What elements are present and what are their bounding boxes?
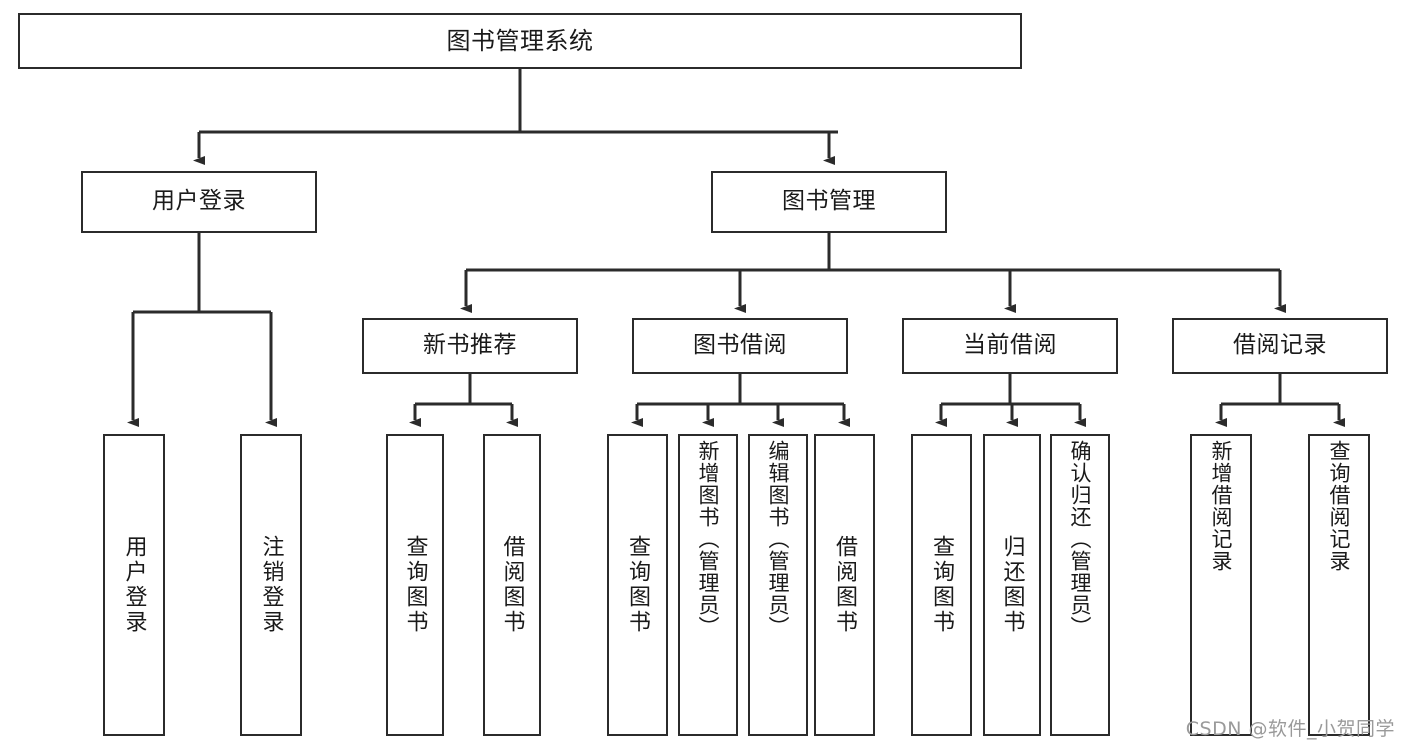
node-leaf-query-book-1-label: 查询图书 bbox=[402, 535, 428, 635]
node-current-borrow[interactable]: 当前借阅 bbox=[902, 318, 1118, 374]
node-book-borrow[interactable]: 图书借阅 bbox=[632, 318, 848, 374]
node-leaf-query-book-2-label: 查询图书 bbox=[625, 535, 651, 635]
node-current-borrow-label: 当前借阅 bbox=[963, 332, 1057, 359]
watermark: CSDN @软件_小贺同学 bbox=[1185, 718, 1395, 740]
node-leaf-logout-label: 注销登录 bbox=[258, 535, 284, 635]
node-new-book-rec-label: 新书推荐 bbox=[423, 332, 517, 359]
node-leaf-query-book-3-label: 查询图书 bbox=[929, 535, 955, 635]
node-leaf-logout[interactable]: 注销登录 bbox=[240, 434, 302, 736]
node-leaf-borrow-book-1[interactable]: 借阅图书 bbox=[483, 434, 541, 736]
node-leaf-user-login[interactable]: 用户登录 bbox=[103, 434, 165, 736]
node-leaf-query-book-3[interactable]: 查询图书 bbox=[911, 434, 972, 736]
node-leaf-edit-book-admin[interactable]: 编辑图书（管理员） bbox=[748, 434, 808, 736]
node-leaf-return-book-label: 归还图书 bbox=[999, 535, 1025, 635]
node-new-book-rec[interactable]: 新书推荐 bbox=[362, 318, 578, 374]
node-leaf-query-book-2[interactable]: 查询图书 bbox=[607, 434, 668, 736]
node-leaf-add-borrow-rec-label: 新增借阅记录 bbox=[1209, 440, 1234, 572]
node-leaf-add-book-admin[interactable]: 新增图书（管理员） bbox=[678, 434, 738, 736]
node-borrow-record[interactable]: 借阅记录 bbox=[1172, 318, 1388, 374]
node-leaf-borrow-book-2-label: 借阅图书 bbox=[832, 535, 858, 635]
node-root-label: 图书管理系统 bbox=[446, 26, 594, 55]
node-leaf-edit-book-admin-label: 编辑图书（管理员） bbox=[766, 440, 791, 638]
node-leaf-confirm-return[interactable]: 确认归还（管理员） bbox=[1050, 434, 1110, 736]
node-book-manage[interactable]: 图书管理 bbox=[711, 171, 947, 233]
node-book-borrow-label: 图书借阅 bbox=[693, 332, 787, 359]
node-leaf-query-borrow-rec[interactable]: 查询借阅记录 bbox=[1308, 434, 1370, 736]
node-root[interactable]: 图书管理系统 bbox=[18, 13, 1022, 69]
node-borrow-record-label: 借阅记录 bbox=[1233, 332, 1327, 359]
node-leaf-add-borrow-rec[interactable]: 新增借阅记录 bbox=[1190, 434, 1252, 736]
node-user-login[interactable]: 用户登录 bbox=[81, 171, 317, 233]
node-leaf-query-book-1[interactable]: 查询图书 bbox=[386, 434, 444, 736]
node-leaf-user-login-label: 用户登录 bbox=[121, 535, 147, 635]
node-leaf-query-borrow-rec-label: 查询借阅记录 bbox=[1327, 440, 1352, 572]
node-book-manage-label: 图书管理 bbox=[782, 188, 876, 215]
node-leaf-borrow-book-2[interactable]: 借阅图书 bbox=[814, 434, 875, 736]
node-leaf-return-book[interactable]: 归还图书 bbox=[983, 434, 1041, 736]
node-leaf-confirm-return-label: 确认归还（管理员） bbox=[1068, 440, 1093, 638]
node-user-login-label: 用户登录 bbox=[152, 188, 246, 215]
node-leaf-borrow-book-1-label: 借阅图书 bbox=[499, 535, 525, 635]
node-leaf-add-book-admin-label: 新增图书（管理员） bbox=[696, 440, 721, 638]
